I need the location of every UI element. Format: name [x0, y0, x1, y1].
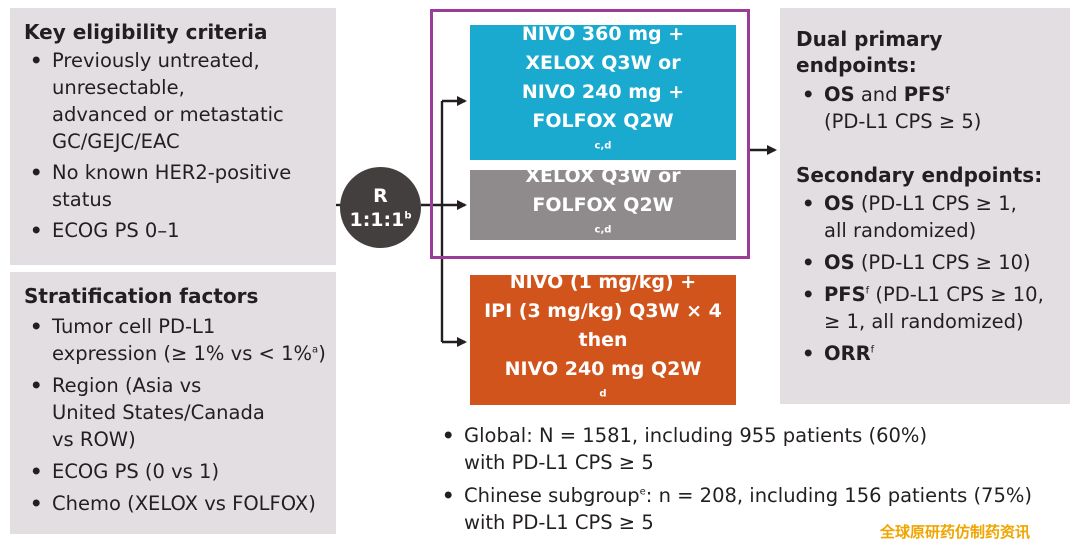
eligibility-item: ECOG PS 0–1: [24, 217, 336, 244]
stratification-item: Region (Asia vs United States/Canada vs …: [24, 372, 336, 453]
stratification-item: Tumor cell PD-L1 expression (≥ 1% vs < 1…: [24, 313, 336, 367]
secondary-endpoint-item: PFSf (PD-L1 CPS ≥ 10, ≥ 1, all randomize…: [796, 281, 1070, 335]
population-list: Global: N = 1581, including 955 patients…: [436, 422, 1066, 536]
randomization-ratio: 1:1:1b: [349, 208, 412, 231]
stratification-item: ECOG PS (0 vs 1): [24, 458, 336, 485]
eligibility-item: No known HER2-positive status: [24, 159, 336, 213]
population-notes: Global: N = 1581, including 955 patients…: [436, 422, 1066, 536]
primary-endpoint-item: OS and PFSf (PD-L1 CPS ≥ 5): [796, 81, 1070, 135]
watermark-text: 全球原研药仿制药资讯: [880, 523, 1031, 541]
stratification-list: Tumor cell PD-L1 expression (≥ 1% vs < 1…: [24, 313, 336, 517]
population-global: Global: N = 1581, including 955 patients…: [436, 422, 1066, 476]
randomization-circle: R 1:1:1b: [340, 167, 421, 248]
eligibility-panel: Key eligibility criteria Previously untr…: [10, 8, 336, 265]
stratification-heading: Stratification factors: [24, 284, 259, 308]
eligibility-heading: Key eligibility criteria: [24, 20, 268, 44]
secondary-endpoints-list: OS (PD-L1 CPS ≥ 1, all randomized) OS (P…: [796, 190, 1070, 367]
primary-endpoints-list: OS and PFSf (PD-L1 CPS ≥ 5): [796, 81, 1070, 135]
primary-endpoints-heading: Dual primary endpoints:: [796, 27, 943, 77]
secondary-endpoints-heading: Secondary endpoints:: [796, 163, 1043, 187]
eligibility-item: Previously untreated, unresectable, adva…: [24, 47, 336, 155]
secondary-endpoint-item: ORRf: [796, 340, 1070, 367]
primary-comparison-frame: [430, 9, 750, 259]
stratification-item: Chemo (XELOX vs FOLFOX): [24, 490, 336, 517]
eligibility-list: Previously untreated, unresectable, adva…: [24, 47, 336, 244]
stratification-panel: Stratification factors Tumor cell PD-L1 …: [10, 272, 336, 534]
randomization-letter: R: [373, 184, 388, 207]
secondary-endpoint-item: OS (PD-L1 CPS ≥ 10): [796, 249, 1070, 276]
arm-nivo-plus-chemo: NIVO 360 mg + XELOX Q3W or NIVO 240 mg +…: [470, 23, 736, 160]
population-chinese-subgroup: Chinese subgroupe: n = 208, including 15…: [436, 482, 1066, 536]
endpoints-panel: Dual primary endpoints: OS and PFSf (PD-…: [780, 8, 1070, 404]
secondary-endpoint-item: OS (PD-L1 CPS ≥ 1, all randomized): [796, 190, 1070, 244]
arm-nivo-plus-ipi: NIVO (1 mg/kg) + IPI (3 mg/kg) Q3W × 4 t…: [470, 271, 736, 405]
